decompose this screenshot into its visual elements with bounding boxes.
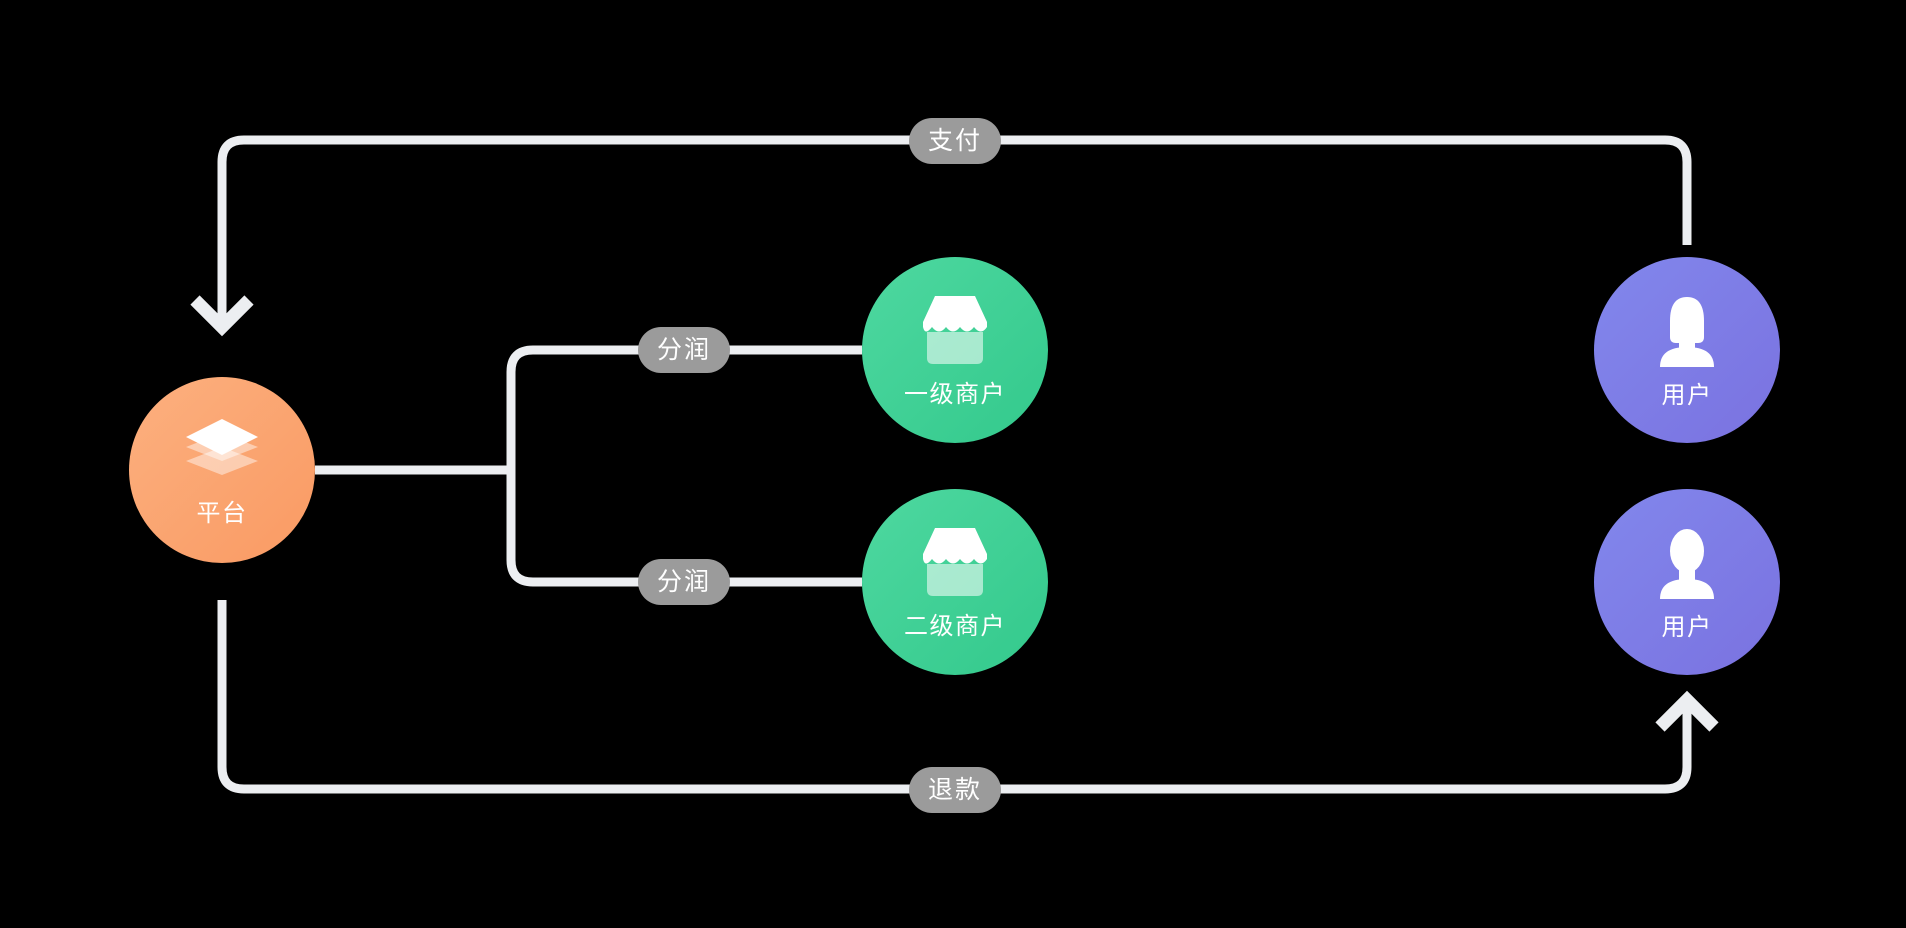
node-merchant-level-2[interactable]: 二级商户 xyxy=(862,489,1048,675)
node-user-top[interactable]: 用户 xyxy=(1594,257,1780,443)
edge-path-share-1 xyxy=(506,345,862,470)
edge-label-payment-text: 支付 xyxy=(927,126,983,155)
arrowhead-payment-icon xyxy=(190,295,254,337)
edge-path-share-2 xyxy=(506,470,862,587)
user-male-icon xyxy=(1652,525,1722,606)
node-user-top-label: 用户 xyxy=(1661,381,1713,409)
node-merchant-level-1-label: 一级商户 xyxy=(904,380,1006,408)
edge-label-share-1[interactable]: 分润 xyxy=(637,327,731,373)
edge-label-refund[interactable]: 退款 xyxy=(908,767,1002,813)
edge-label-refund-text: 退款 xyxy=(927,775,983,804)
node-user-bottom-label: 用户 xyxy=(1661,613,1713,641)
node-user-bottom[interactable]: 用户 xyxy=(1594,489,1780,675)
node-platform-label: 平台 xyxy=(196,499,248,527)
user-female-icon xyxy=(1652,293,1722,374)
edge-label-share-2-text: 分润 xyxy=(656,567,712,596)
node-merchant-level-1[interactable]: 一级商户 xyxy=(862,257,1048,443)
shop-icon xyxy=(921,526,989,603)
edge-label-share-2[interactable]: 分润 xyxy=(637,559,731,605)
layers-icon xyxy=(180,415,264,492)
node-merchant-level-2-label: 二级商户 xyxy=(904,612,1006,640)
edge-label-payment[interactable]: 支付 xyxy=(908,118,1002,164)
arrowhead-refund-icon xyxy=(1655,690,1719,732)
node-platform[interactable]: 平台 xyxy=(129,377,315,563)
shop-icon xyxy=(921,294,989,371)
edge-label-share-1-text: 分润 xyxy=(656,335,712,364)
